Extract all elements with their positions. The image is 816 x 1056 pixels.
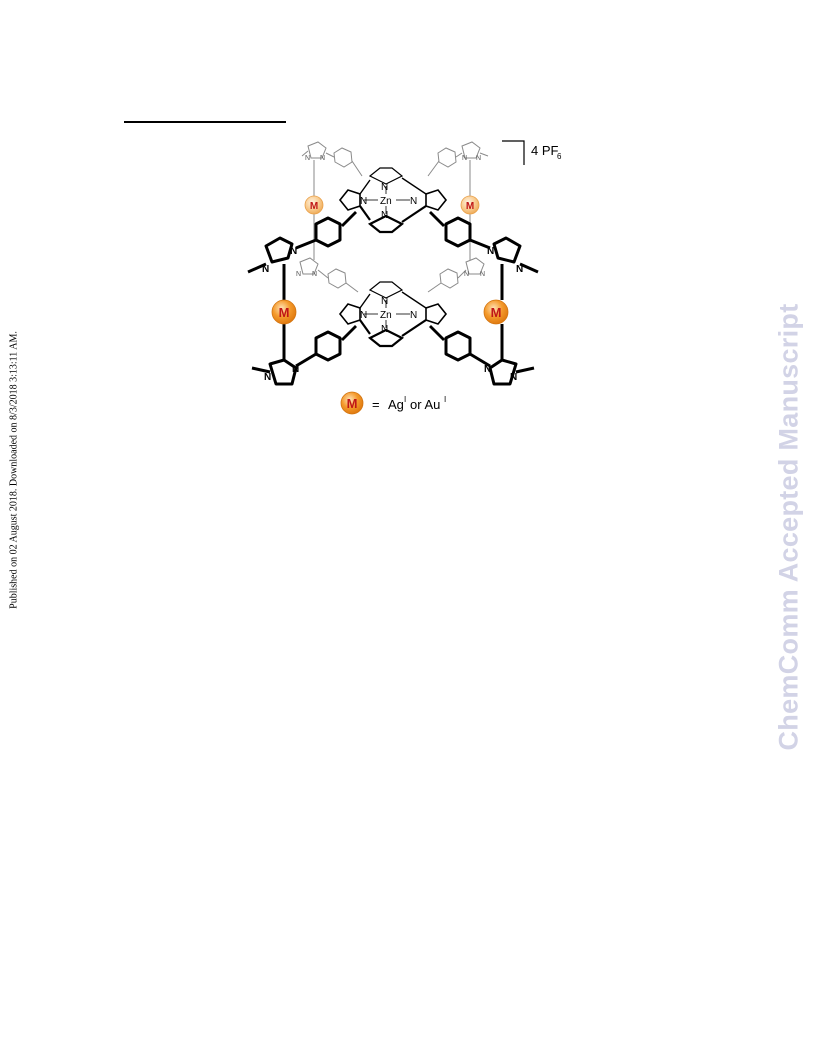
legend-or-au: or Au bbox=[410, 397, 440, 412]
front-atom-labels: N N N N N N N N bbox=[262, 246, 523, 383]
atom-n: N bbox=[464, 271, 469, 278]
front-linkers bbox=[247, 216, 539, 386]
atom-zn: Zn bbox=[380, 196, 392, 207]
metal-light-right: M bbox=[460, 195, 480, 215]
back-atom-labels: N N N N N N N N bbox=[296, 155, 485, 278]
atom-n: N bbox=[487, 246, 494, 257]
legend-ag-superscript: I bbox=[404, 395, 406, 404]
atom-n: N bbox=[410, 310, 417, 321]
counterion-subscript: 6 bbox=[557, 152, 562, 161]
atom-n: N bbox=[290, 246, 297, 257]
bottom-porphyrin bbox=[338, 281, 448, 348]
metal-light-left: M bbox=[304, 195, 324, 215]
atom-n: N bbox=[484, 364, 491, 375]
counterion-label: 4 PF bbox=[531, 143, 559, 158]
metal-label: M bbox=[466, 201, 474, 212]
top-porphyrin bbox=[338, 167, 448, 234]
atom-n: N bbox=[476, 155, 481, 162]
top-porphyrin-atoms: N N N N Zn bbox=[360, 182, 417, 221]
legend-ag: Ag bbox=[388, 397, 404, 412]
bottom-porphyrin-atoms: N N N N Zn bbox=[360, 296, 417, 335]
atom-n: N bbox=[381, 182, 388, 193]
atom-n: N bbox=[381, 210, 388, 221]
header-rule bbox=[124, 121, 286, 123]
metal-label: M bbox=[491, 305, 502, 320]
atom-n: N bbox=[305, 155, 310, 162]
atom-n: N bbox=[381, 296, 388, 307]
atom-n: N bbox=[510, 372, 517, 383]
metal-label: M bbox=[279, 305, 290, 320]
metal-legend: M = Ag I or Au I bbox=[340, 391, 446, 415]
atom-n: N bbox=[312, 271, 317, 278]
atom-n: N bbox=[264, 372, 271, 383]
atom-n: N bbox=[262, 264, 269, 275]
atom-n: N bbox=[320, 155, 325, 162]
atom-n: N bbox=[360, 196, 367, 207]
legend-au-superscript: I bbox=[444, 395, 446, 404]
atom-n: N bbox=[410, 196, 417, 207]
atom-n: N bbox=[516, 264, 523, 275]
atom-n: N bbox=[360, 310, 367, 321]
atom-n: N bbox=[292, 364, 299, 375]
legend-equals: = bbox=[372, 397, 380, 412]
atom-zn: Zn bbox=[380, 310, 392, 321]
atom-n: N bbox=[480, 271, 485, 278]
atom-n: N bbox=[462, 155, 467, 162]
metal-front-left: M bbox=[271, 299, 297, 325]
atom-n: N bbox=[381, 324, 388, 335]
legend-metal-label: M bbox=[347, 396, 358, 411]
atom-n: N bbox=[296, 271, 301, 278]
metal-front-right: M bbox=[483, 299, 509, 325]
counterion-bracket: 4 PF 6 bbox=[502, 140, 562, 165]
metal-label: M bbox=[310, 201, 318, 212]
